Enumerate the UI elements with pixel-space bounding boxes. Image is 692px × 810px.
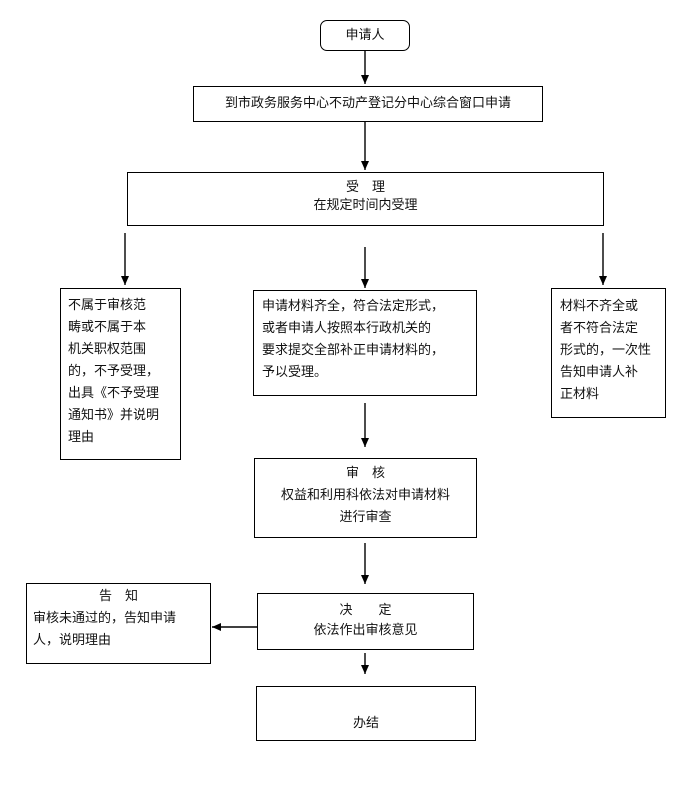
- reject-line: 通知书》并说明: [68, 408, 160, 423]
- accepted-line: 或者申请人按照本行政机关的: [262, 321, 432, 336]
- review-line: 权益和利用科依法对申请材料: [280, 488, 450, 503]
- reject-line: 不属于审核范: [68, 298, 147, 313]
- review-title: 审 核: [345, 466, 385, 481]
- end-label: 办结: [352, 716, 379, 731]
- notify-line: 人，说明理由: [33, 633, 112, 648]
- review-line: 进行审查: [339, 510, 392, 525]
- apply-node: 到市政务服务中心不动产登记分中心综合窗口申请: [193, 86, 543, 122]
- reject-line: 机关职权范围: [68, 342, 147, 357]
- start-node: 申请人: [320, 20, 410, 51]
- notify-line: 审核未通过的，告知申请: [33, 611, 177, 626]
- supplement-line: 形式的，一次性: [560, 343, 652, 358]
- reject-line: 的，不予受理，: [68, 364, 160, 379]
- supplement-node: 材料不齐全或 者不符合法定 形式的，一次性 告知申请人补 正材料: [551, 288, 666, 418]
- review-node: 审 核 权益和利用科依法对申请材料 进行审查: [254, 458, 477, 538]
- reject-line: 理由: [68, 430, 95, 445]
- start-label: 申请人: [345, 28, 385, 43]
- reject-line: 畴或不属于本: [68, 320, 147, 335]
- apply-label: 到市政务服务中心不动产登记分中心综合窗口申请: [224, 96, 511, 111]
- notify-node: 告 知 审核未通过的，告知申请 人，说明理由: [26, 583, 211, 664]
- accepted-node: 申请材料齐全，符合法定形式， 或者申请人按照本行政机关的 要求提交全部补正申请材…: [253, 290, 477, 396]
- supplement-line: 告知申请人补: [560, 365, 639, 380]
- accepted-line: 予以受理。: [262, 365, 328, 380]
- reject-line: 出具《不予受理: [68, 386, 160, 401]
- accepted-line: 要求提交全部补正申请材料的，: [262, 343, 445, 358]
- accept-subtitle: 在规定时间内受理: [313, 198, 418, 213]
- supplement-line: 者不符合法定: [560, 321, 639, 336]
- decision-node: 决 定 依法作出审核意见: [257, 593, 474, 650]
- decision-subtitle: 依法作出审核意见: [313, 623, 418, 638]
- accepted-line: 申请材料齐全，符合法定形式，: [262, 299, 445, 314]
- accept-node: 受 理 在规定时间内受理: [127, 172, 604, 226]
- accept-title: 受 理: [345, 180, 385, 195]
- end-node: 办结: [256, 686, 476, 741]
- supplement-line: 正材料: [560, 387, 600, 402]
- decision-title: 决 定: [339, 603, 392, 618]
- notify-title: 告 知: [98, 589, 138, 604]
- supplement-line: 材料不齐全或: [560, 299, 639, 314]
- reject-node: 不属于审核范 畴或不属于本 机关职权范围 的，不予受理， 出具《不予受理 通知书…: [60, 288, 181, 460]
